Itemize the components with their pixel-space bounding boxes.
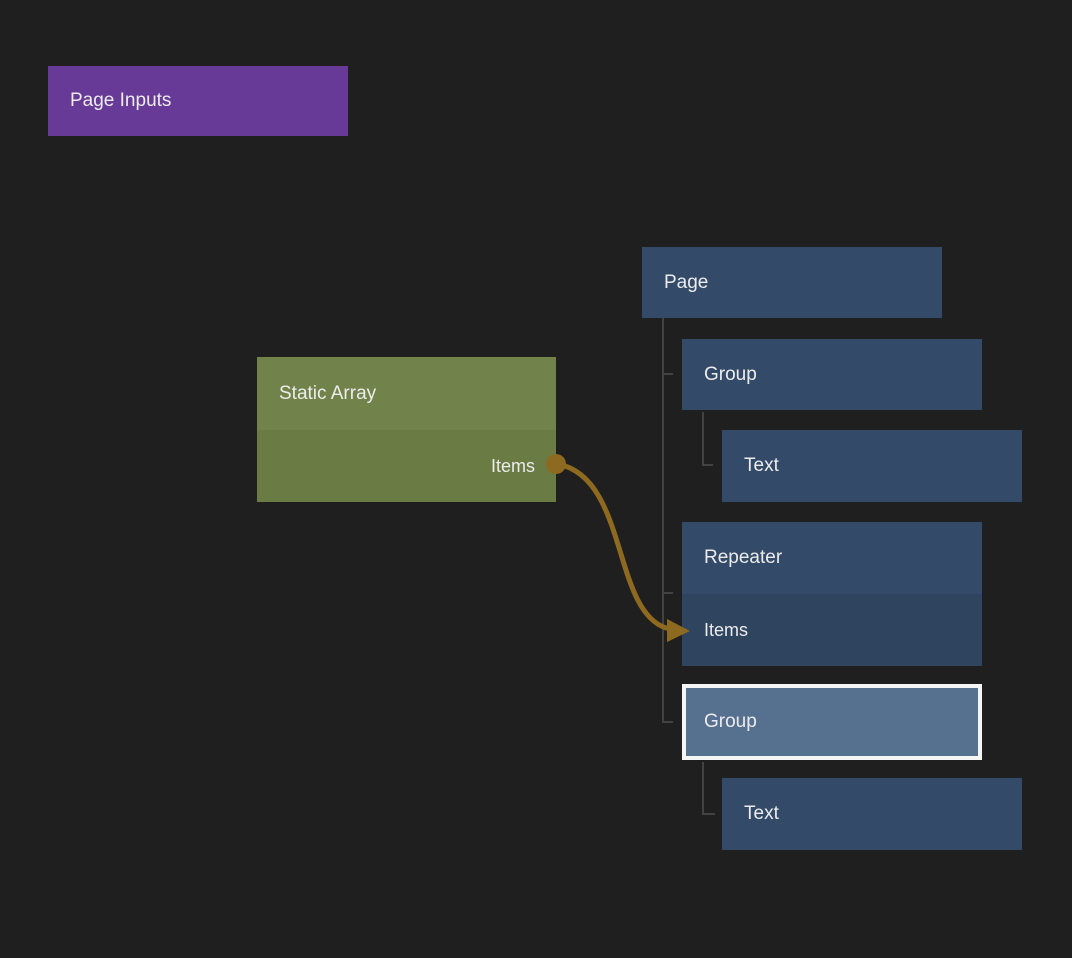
connection-wire[interactable] — [546, 454, 690, 642]
port-label: Items — [704, 619, 749, 640]
node-repeater[interactable]: Repeater Items — [682, 522, 982, 666]
output-port-items[interactable]: Items — [257, 430, 556, 502]
node-group-2-selected[interactable]: Group — [682, 684, 982, 760]
input-port-items[interactable]: Items — [682, 594, 982, 666]
wire-curve[interactable] — [555, 461, 669, 631]
node-title: Group — [704, 711, 757, 732]
node-static-array[interactable]: Static Array Items — [257, 357, 556, 502]
node-text-2[interactable]: Text — [722, 778, 1022, 850]
node-page-inputs[interactable]: Page Inputs — [48, 66, 348, 136]
node-page[interactable]: Page — [642, 247, 942, 318]
node-title: Page — [664, 271, 709, 293]
port-label: Items — [490, 455, 535, 476]
node-group-1[interactable]: Group — [682, 339, 982, 410]
node-title: Text — [744, 455, 779, 476]
node-title: Repeater — [704, 547, 783, 568]
node-title: Static Array — [279, 382, 377, 404]
node-title: Group — [704, 363, 757, 385]
node-title: Page Inputs — [70, 90, 172, 111]
node-text-1[interactable]: Text — [722, 430, 1022, 502]
node-title: Text — [744, 803, 779, 824]
